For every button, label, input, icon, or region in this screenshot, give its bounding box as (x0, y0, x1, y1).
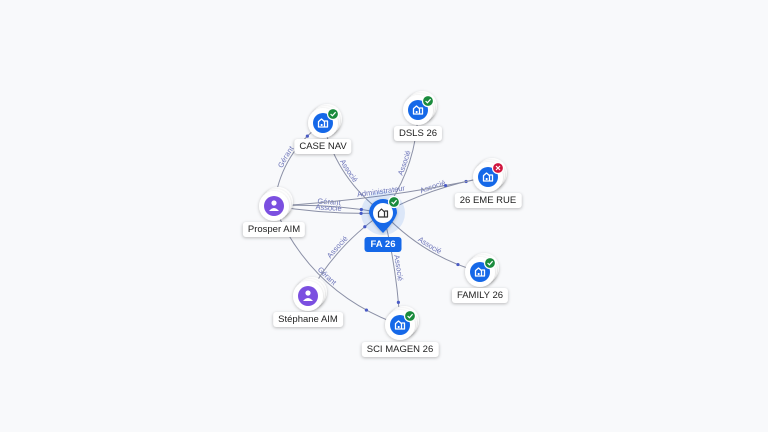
closed-badge-icon (491, 161, 505, 175)
center-node[interactable] (361, 191, 405, 235)
node-prosper[interactable] (259, 187, 293, 221)
person-icon (269, 200, 279, 211)
active-badge-icon (326, 107, 340, 121)
person-icon (303, 290, 313, 301)
node-label-family: FAMILY 26 (451, 288, 509, 303)
company-icon (412, 105, 424, 115)
edge-label: Associé (315, 202, 342, 213)
edge-label: Associé (419, 178, 447, 195)
active-badge-icon (387, 195, 401, 209)
node-label-stephane: Stéphane AIM (273, 312, 343, 327)
active-badge-icon (483, 256, 497, 270)
center-pin[interactable] (361, 191, 405, 235)
active-badge-icon (421, 94, 435, 108)
node-family[interactable] (465, 253, 499, 287)
edge-label: Associé (396, 149, 413, 176)
node-label-eme_rue: 26 EME RUE (454, 193, 522, 208)
company-icon (394, 320, 406, 330)
edge-label: Associé (325, 234, 350, 260)
company-icon (377, 208, 389, 218)
edge-label: Associé (392, 254, 405, 281)
node-case_nav[interactable] (308, 104, 342, 138)
node-label-sci: SCI MAGEN 26 (361, 342, 439, 357)
node-label-dsls: DSLS 26 (393, 126, 443, 141)
center-label: FA 26 (364, 237, 402, 252)
node-sci[interactable] (385, 306, 419, 340)
company-icon (482, 172, 494, 182)
node-stephane[interactable] (293, 277, 327, 311)
node-label-case_nav: CASE NAV (294, 139, 352, 154)
node-dsls[interactable] (403, 91, 437, 125)
active-badge-icon (403, 309, 417, 323)
node-label-prosper: Prosper AIM (242, 222, 306, 237)
nodes (259, 91, 507, 340)
company-icon (317, 118, 329, 128)
company-icon (474, 267, 486, 277)
node-eme_rue[interactable] (473, 158, 507, 192)
edge-label: Associé (338, 158, 360, 184)
